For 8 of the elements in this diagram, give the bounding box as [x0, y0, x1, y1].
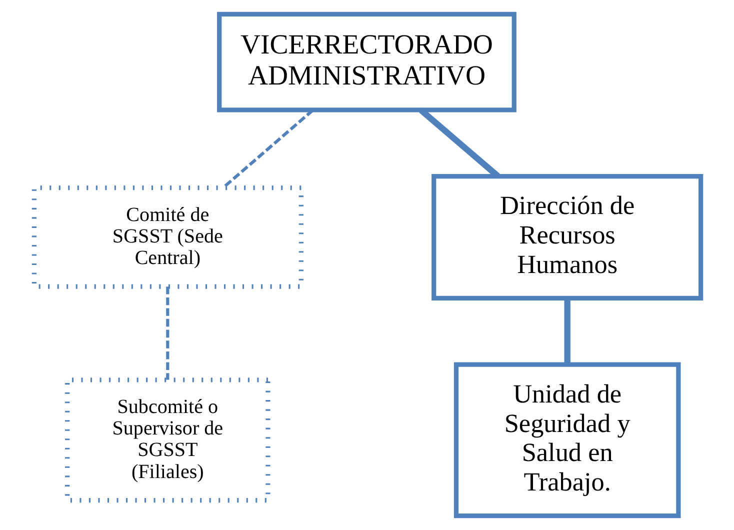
node-box: Unidad de Seguridad y Salud en Trabajo. [453, 362, 680, 518]
connector [222, 109, 314, 188]
node-box: Comité de SGSST (Sede Central) [31, 186, 303, 289]
connector [166, 286, 169, 380]
node-box: VICERRECTORADO ADMINISTRATIVO [216, 12, 516, 112]
node-box: Dirección de Recursos Humanos [431, 174, 703, 300]
node-box: Subcomité o Supervisor de SGSST (Filiales) [64, 378, 270, 503]
connector [564, 298, 570, 364]
